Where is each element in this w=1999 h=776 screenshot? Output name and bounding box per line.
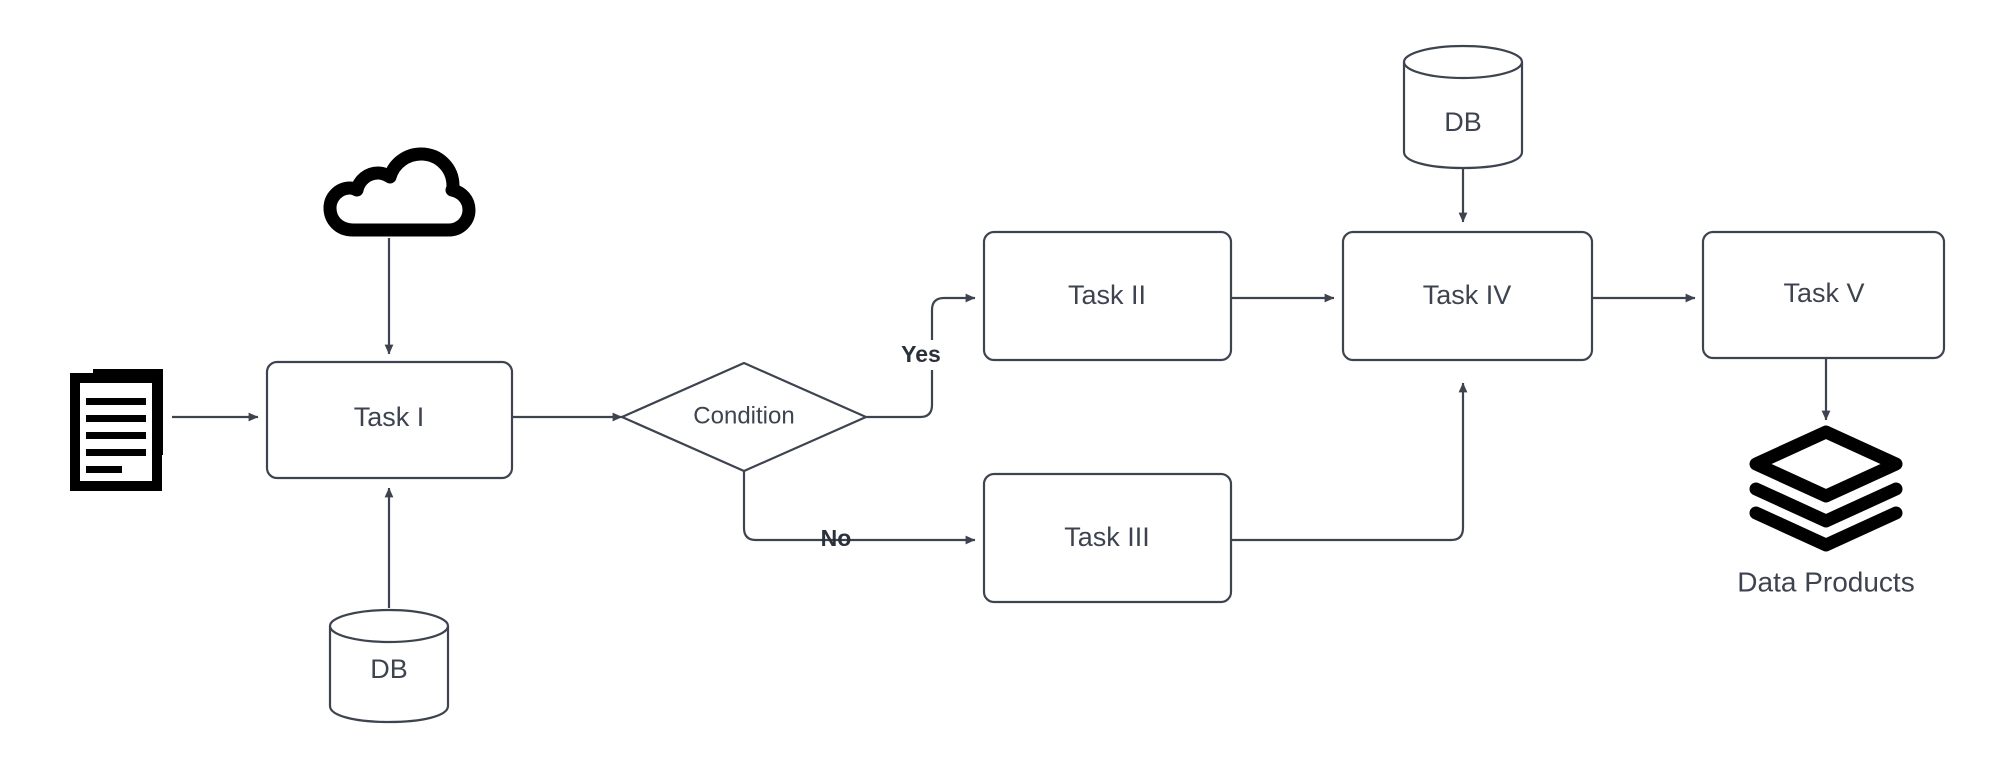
- node-task-1-label: Task I: [354, 402, 425, 432]
- node-condition-label: Condition: [693, 402, 794, 429]
- branch-label-yes-text: Yes: [901, 341, 941, 367]
- data-products-label: Data Products: [1737, 566, 1914, 597]
- edge-condition-no-to-task3: [742, 471, 976, 545]
- branch-label-no-text: No: [821, 525, 852, 551]
- node-task-2[interactable]: Task II: [982, 230, 1233, 362]
- node-task-4[interactable]: Task IV: [1341, 230, 1594, 362]
- layers-icon: [1749, 425, 1903, 552]
- database-top-label: DB: [1444, 107, 1482, 137]
- node-task-1[interactable]: Task I: [265, 360, 514, 480]
- database-bottom-label: DB: [370, 654, 408, 684]
- documents-icon: [70, 369, 163, 491]
- node-task-4-label: Task IV: [1423, 280, 1512, 310]
- branch-label-yes: Yes: [890, 340, 952, 370]
- node-task-3[interactable]: Task III: [982, 472, 1233, 604]
- node-task-2-label: Task II: [1068, 280, 1146, 310]
- node-task-5-label: Task V: [1783, 278, 1864, 308]
- branch-label-no: No: [821, 525, 852, 551]
- node-condition[interactable]: Condition: [620, 361, 868, 473]
- data-products-group: Data Products: [1737, 425, 1915, 597]
- node-task-3-label: Task III: [1064, 522, 1150, 552]
- node-task-5[interactable]: Task V: [1701, 230, 1946, 360]
- database-bottom: DB: [328, 608, 450, 724]
- edge-task3-to-task4: [1231, 382, 1468, 542]
- cloud-icon: [323, 147, 476, 237]
- database-top: DB: [1402, 44, 1524, 170]
